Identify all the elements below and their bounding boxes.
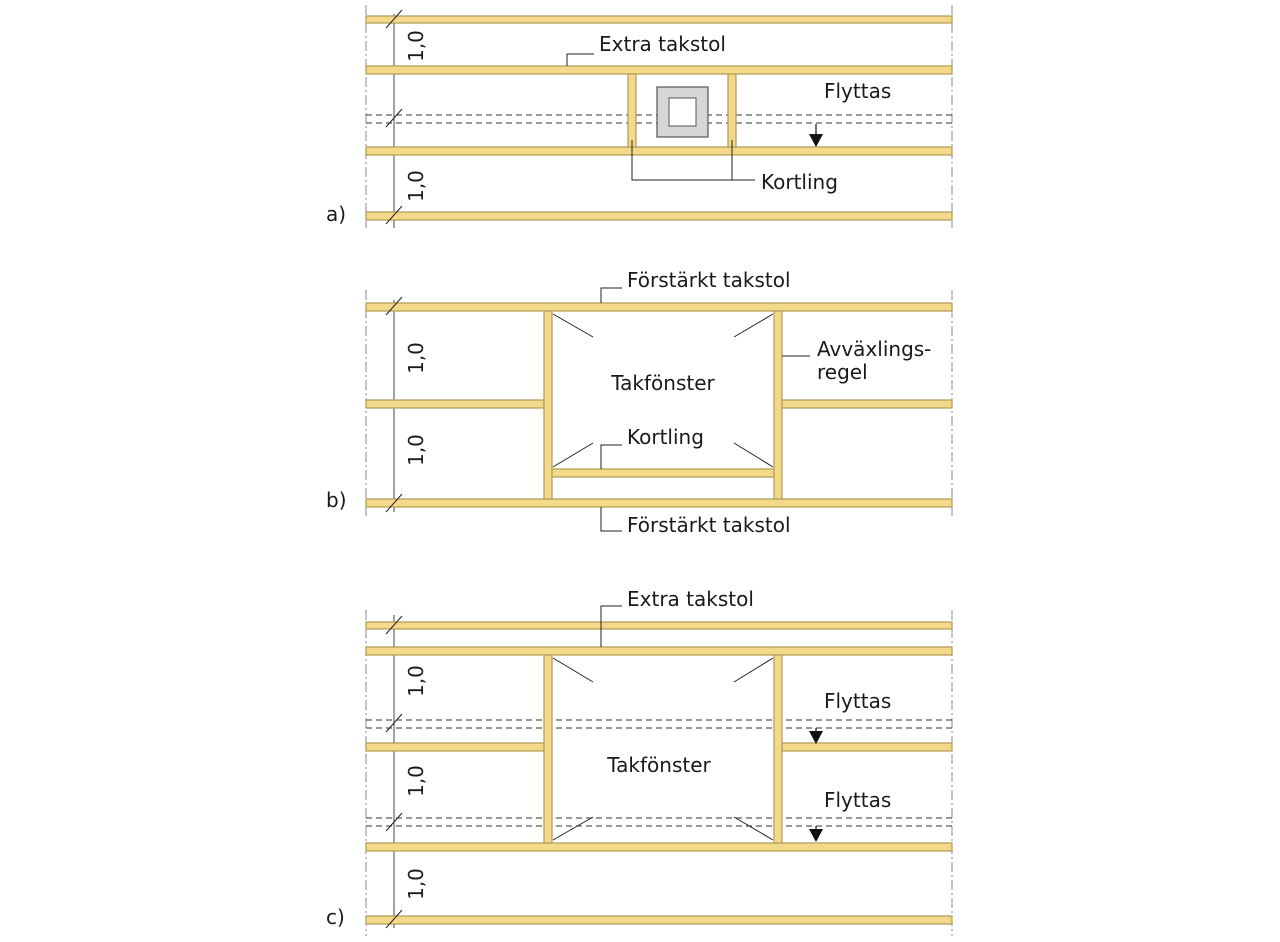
leader-kortling <box>631 140 755 181</box>
panel-label: a) <box>326 202 346 226</box>
dimension-label: 1,0 <box>404 765 428 797</box>
skylight-corner <box>733 657 774 683</box>
leader-extra-takstol <box>566 53 594 66</box>
extra-rafter <box>365 646 953 656</box>
rafter-bottom <box>365 915 953 925</box>
trimmer-right <box>773 654 783 844</box>
dimension-label: 1,0 <box>404 170 428 202</box>
move-arrow-icon <box>809 731 823 744</box>
reinforced-rafter-top <box>365 302 953 312</box>
move-arrow-icon <box>809 829 823 842</box>
label-forstarkt-bottom: Förstärkt takstol <box>627 513 791 537</box>
rafter-cut-right <box>781 399 953 409</box>
skylight-corner <box>733 313 774 338</box>
rafter-cut-left <box>365 399 545 409</box>
leader-forstarkt-top <box>600 287 622 303</box>
trimmer-left <box>627 73 637 148</box>
dim-tick <box>385 713 403 733</box>
dim-tick <box>385 205 403 225</box>
rafter-bottom <box>365 211 953 221</box>
diagram-a: 1,0 1,0 Extra takstol Flyttas Kortling a… <box>326 5 953 228</box>
dim-tick <box>385 9 403 29</box>
label-takfonster: Takfönster <box>610 371 715 395</box>
dim-tick <box>385 493 403 513</box>
chimney-flue <box>668 97 697 127</box>
label-takfonster: Takfönster <box>606 753 711 777</box>
dim-tick <box>385 296 403 316</box>
rafter-cut-left <box>365 742 545 752</box>
label-flyttas-2: Flyttas <box>824 788 891 812</box>
diagram-b: Takfönster 1,0 1,0 Förstärkt takstol Avv… <box>326 268 953 537</box>
dimension-label: 1,0 <box>404 342 428 374</box>
reinforced-rafter-bottom <box>365 498 953 508</box>
skylight-corner <box>733 816 774 841</box>
header-kortling <box>551 468 775 478</box>
trimmer-right <box>773 310 783 500</box>
label-extra-takstol: Extra takstol <box>627 587 754 611</box>
dim-tick <box>385 909 403 929</box>
rafter-middle <box>365 146 953 156</box>
rafter-cut-right <box>781 742 953 752</box>
label-flyttas: Flyttas <box>824 79 891 103</box>
skylight-corner <box>552 313 594 338</box>
rafter-top <box>365 621 953 630</box>
move-arrow-icon <box>809 134 823 147</box>
skylight-corner <box>552 442 594 468</box>
label-kortling: Kortling <box>627 425 704 449</box>
label-forstarkt-top: Förstärkt takstol <box>627 268 791 292</box>
skylight-corner <box>733 442 774 468</box>
skylight-corner <box>552 816 594 841</box>
leader-kortling <box>600 444 622 469</box>
rafter-lower <box>365 842 953 852</box>
label-kortling: Kortling <box>761 170 838 194</box>
trimmer-right <box>727 73 737 148</box>
label-avvaxling-line2: regel <box>817 360 868 384</box>
rafter-top <box>365 15 953 24</box>
label-avvaxling-line1: Avväxlings- <box>817 337 931 361</box>
skylight-corner <box>552 657 594 683</box>
trimmer-left <box>543 654 553 844</box>
dimension-label: 1,0 <box>404 30 428 62</box>
dim-tick <box>385 108 403 128</box>
dimension-label: 1,0 <box>404 434 428 466</box>
dim-tick <box>385 812 403 832</box>
diagram-c: Takfönster 1,0 1,0 1,0 Extra takstol Fly… <box>326 587 953 936</box>
trimmer-left <box>543 310 553 500</box>
dim-tick <box>385 615 403 635</box>
label-flyttas-1: Flyttas <box>824 689 891 713</box>
leader-extra-takstol <box>600 605 622 647</box>
dimension-label: 1,0 <box>404 868 428 900</box>
panel-label: c) <box>326 905 345 929</box>
dimension-label: 1,0 <box>404 665 428 697</box>
leader-forstarkt-bottom <box>600 507 622 532</box>
extra-rafter <box>365 65 953 75</box>
panel-label: b) <box>326 488 347 512</box>
label-extra-takstol: Extra takstol <box>599 32 726 56</box>
